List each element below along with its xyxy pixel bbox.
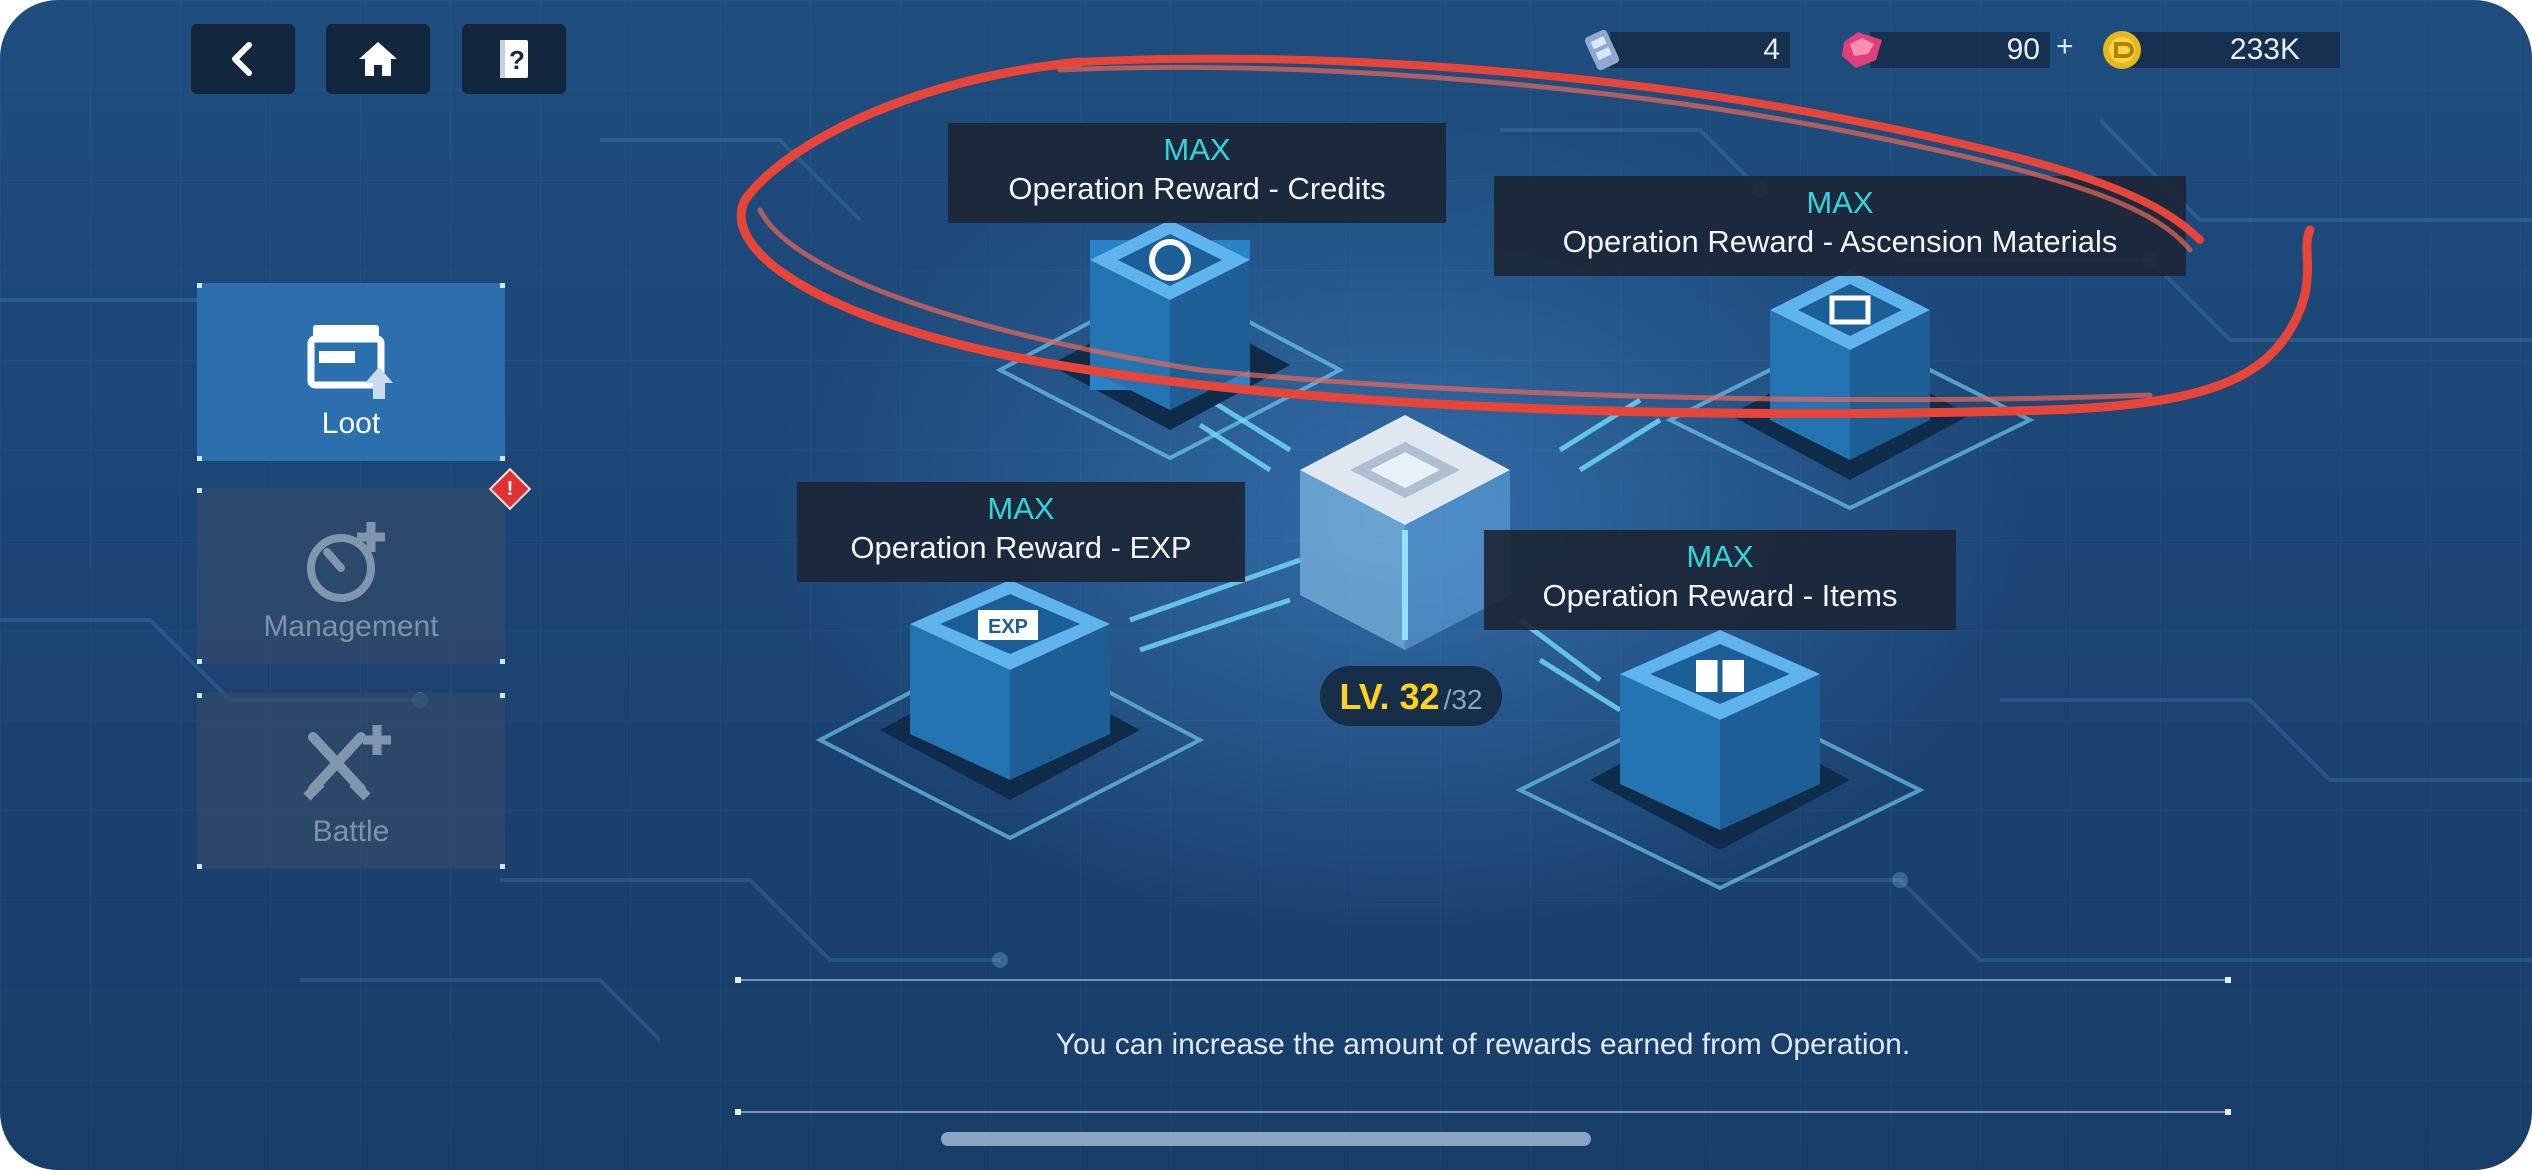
pink-gem-icon xyxy=(1838,26,1882,74)
gem-count: 90 xyxy=(2006,33,2040,66)
back-button[interactable] xyxy=(191,24,295,94)
exp-chip[interactable]: EXP xyxy=(810,580,1210,840)
items-chip[interactable] xyxy=(1510,630,1930,890)
reward-exp-label[interactable]: MAX Operation Reward - EXP xyxy=(797,482,1245,582)
loot-chest-icon xyxy=(307,325,393,399)
battery-count: 4 xyxy=(1763,33,1780,66)
ascension-chip[interactable] xyxy=(1660,270,2040,510)
battery-ticket-icon xyxy=(1580,26,1624,74)
description-divider-bottom xyxy=(735,1109,2231,1115)
help-book-icon: ? xyxy=(500,40,528,78)
sidebar-item-label: Loot xyxy=(321,407,381,440)
reward-ascension-label[interactable]: MAX Operation Reward - Ascension Materia… xyxy=(1494,176,2186,276)
svg-text:?: ? xyxy=(509,45,525,75)
home-indicator[interactable] xyxy=(941,1132,1591,1146)
reward-title: Operation Reward - Credits xyxy=(1008,171,1386,206)
help-button[interactable]: ? xyxy=(462,24,566,94)
coin-count: 233K xyxy=(2229,33,2300,66)
corner-mark xyxy=(197,283,202,288)
description-divider-top xyxy=(735,977,2231,983)
sidebar-item-label: Battle xyxy=(312,815,390,848)
corner-mark xyxy=(197,456,202,461)
reward-status: MAX xyxy=(1686,539,1754,574)
max-level: /32 xyxy=(1443,684,1483,715)
corner-mark xyxy=(500,456,505,461)
sidebar-item-label: Management xyxy=(263,610,439,643)
chevron-left-icon xyxy=(232,42,252,76)
home-icon xyxy=(359,42,397,76)
description-text: You can increase the amount of rewards e… xyxy=(1055,1028,1911,1061)
reward-credits-label[interactable]: MAX Operation Reward - Credits xyxy=(948,123,1446,223)
core-cube[interactable] xyxy=(1280,400,1530,670)
current-level: LV. 32 xyxy=(1339,676,1440,717)
reward-title: Operation Reward - Ascension Materials xyxy=(1562,224,2118,259)
corner-mark xyxy=(500,659,505,664)
corner-mark xyxy=(197,693,202,698)
reward-status: MAX xyxy=(1163,132,1231,167)
reward-title: Operation Reward - Items xyxy=(1542,578,1898,613)
crossed-swords-plus-icon xyxy=(303,725,391,801)
sidebar-item-battle[interactable]: Battle xyxy=(197,693,505,869)
corner-mark xyxy=(197,488,202,493)
gold-coin-icon xyxy=(2100,26,2144,74)
add-gem-button[interactable]: + xyxy=(2056,30,2074,63)
sidebar-item-loot[interactable]: Loot xyxy=(197,283,505,461)
corner-mark xyxy=(500,864,505,869)
reward-status: MAX xyxy=(1806,185,1874,220)
corner-mark xyxy=(500,693,505,698)
stopwatch-plus-icon xyxy=(307,522,385,602)
exp-chip-label: EXP xyxy=(988,616,1028,638)
reward-items-label[interactable]: MAX Operation Reward - Items xyxy=(1484,530,1956,630)
corner-mark xyxy=(197,659,202,664)
reward-title: Operation Reward - EXP xyxy=(850,530,1192,565)
level-badge: LV. 32 /32 xyxy=(1320,666,1502,726)
sidebar-item-management[interactable]: Management xyxy=(197,488,505,664)
corner-mark xyxy=(500,283,505,288)
reward-status: MAX xyxy=(987,491,1055,526)
corner-mark xyxy=(197,864,202,869)
home-button[interactable] xyxy=(326,24,430,94)
